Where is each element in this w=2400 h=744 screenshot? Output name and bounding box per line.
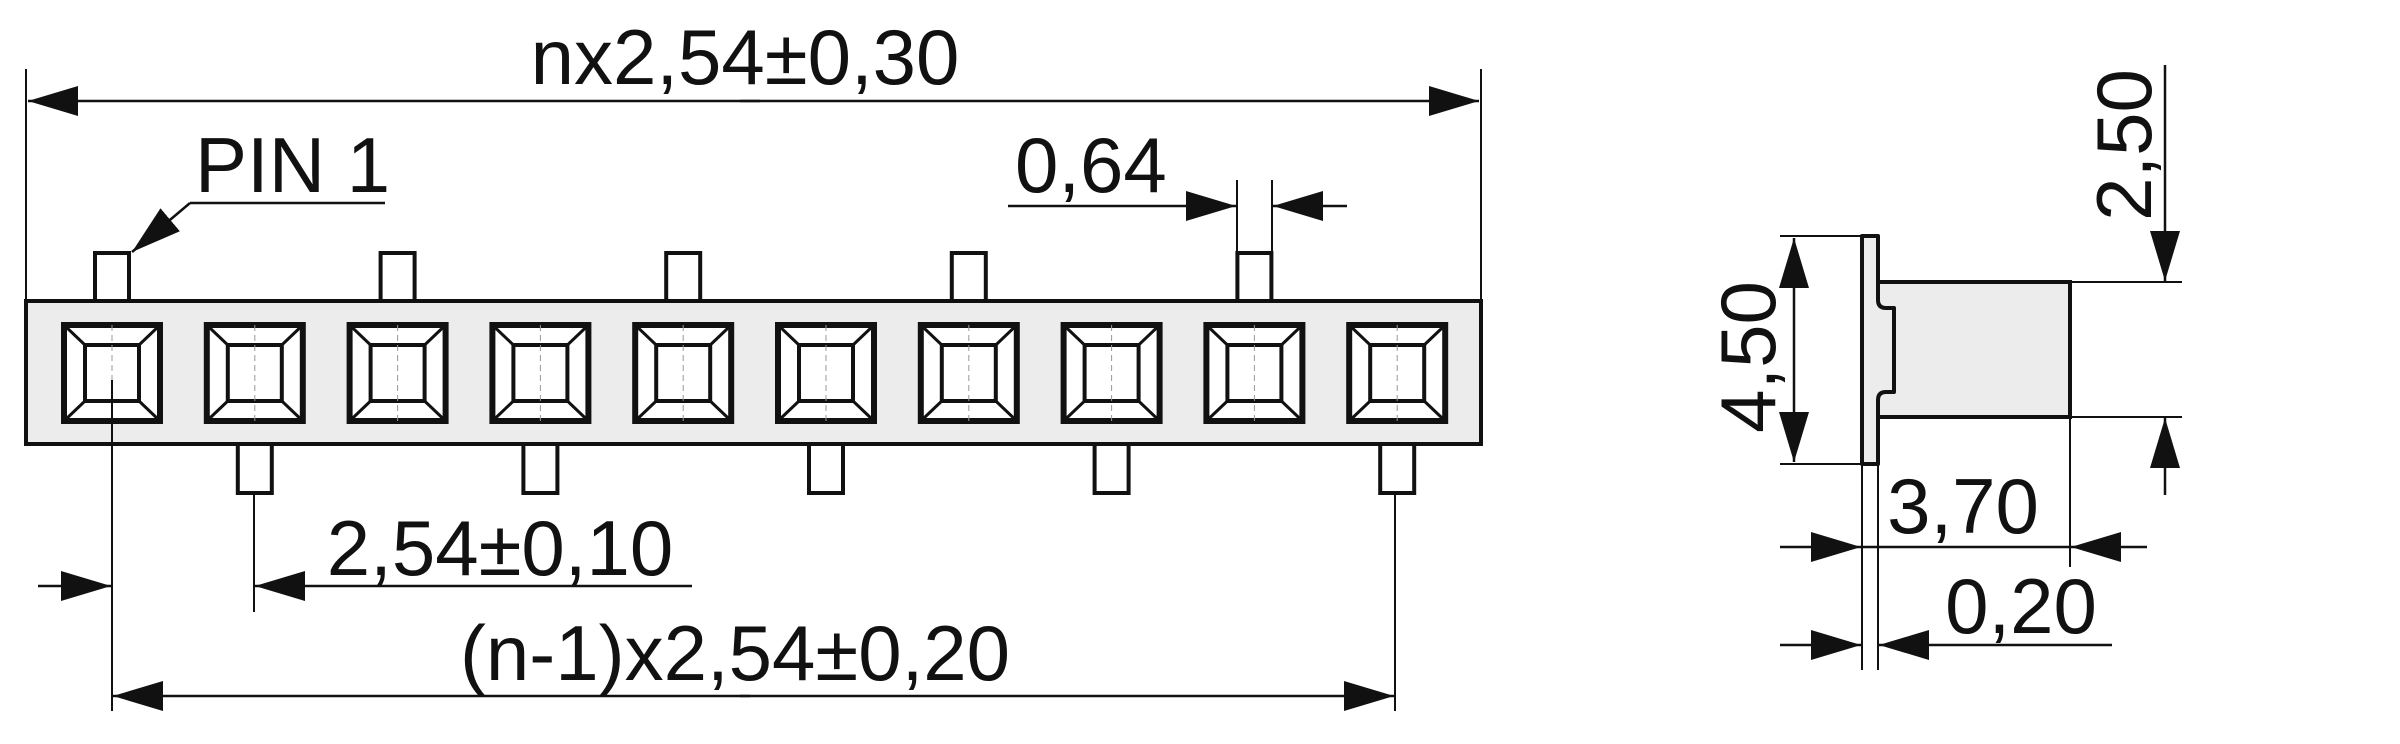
socket [346,322,449,424]
socket-chamfer [1348,399,1372,423]
socket [1346,322,1449,424]
socket-inner [1368,343,1427,403]
socket-chamfer [423,399,447,423]
top-pin [664,251,703,303]
socket-chamfer [62,323,87,347]
bottom-pin [1092,442,1131,495]
socket-chamfer [280,399,304,423]
socket-chamfer [1137,399,1161,423]
socket-chamfer [634,323,658,347]
pitch-label: 2,54±0,10 [327,504,673,592]
socket-inner [511,343,570,403]
socket-chamfer [1280,399,1304,423]
socket-chamfer [1423,323,1447,347]
socket-chamfer [205,323,229,347]
bottom-pin [1378,442,1417,495]
socket-chamfer [348,323,372,347]
bottom-pins [235,442,1417,495]
side-body [1876,280,2072,419]
socket-inner [939,343,998,403]
front-view: nx2,54±0,30 PIN 1 0,64 2,54±0,10 (n-1)x2… [24,13,1483,711]
bottom-pin [235,442,274,495]
socket [917,322,1020,424]
socket-chamfer [491,399,515,423]
socket-chamfer [137,399,162,423]
socket-chamfer [1280,323,1304,347]
socket-chamfer [634,399,658,423]
socket-chamfer [851,399,876,423]
bottom-pin [521,442,560,495]
side-view: 4,50 2,50 3,70 0,20 [1704,65,2182,670]
socket-chamfer [994,323,1018,347]
socket-inner [368,343,427,403]
socket-chamfer [776,399,801,423]
socket-chamfer [1423,399,1447,423]
overall-length-label: nx2,54±0,30 [531,13,960,101]
bottom-pin [807,442,845,495]
top-pin [949,251,988,303]
socket-inner [225,343,284,403]
socket [489,322,592,424]
height-above-label: 2,50 [2080,69,2168,221]
sockets [61,322,1449,424]
socket [203,322,306,424]
top-pins [93,251,1274,303]
socket-chamfer [1062,323,1086,347]
socket-chamfer [205,399,229,423]
socket-chamfer [1348,323,1372,347]
pin1-leader [131,202,191,253]
top-pin [93,251,131,303]
socket-chamfer [348,399,372,423]
socket-chamfer [137,323,162,347]
pin-width-label: 0,64 [1015,121,1167,209]
total-height-label: 4,50 [1704,281,1792,433]
depth-label: 3,70 [1887,462,2039,550]
top-pin [378,251,417,303]
socket-chamfer [566,399,590,423]
socket [775,322,877,424]
socket-inner [654,343,713,403]
socket-chamfer [62,399,87,423]
socket-inner [797,343,855,403]
socket-chamfer [709,323,733,347]
socket-chamfer [709,399,733,423]
pin1-label: PIN 1 [195,121,390,209]
socket-chamfer [1062,399,1086,423]
socket-chamfer [1205,323,1229,347]
socket-chamfer [994,399,1018,423]
socket-inner [1082,343,1141,403]
socket [632,322,735,424]
socket-chamfer [566,323,590,347]
socket-chamfer [1205,399,1229,423]
span-label: (n-1)x2,54±0,20 [460,609,1010,697]
socket-chamfer [919,323,943,347]
socket-chamfer [851,323,876,347]
socket-chamfer [919,399,943,423]
socket-chamfer [423,323,447,347]
socket-chamfer [1137,323,1161,347]
socket-chamfer [491,323,515,347]
socket-inner [1225,343,1284,403]
side-lead [1860,234,1896,466]
socket-chamfer [280,323,304,347]
thickness-label: 0,20 [1945,562,2097,650]
top-pin [1235,251,1274,303]
socket [1203,322,1306,424]
socket [1060,322,1163,424]
socket-chamfer [776,323,801,347]
